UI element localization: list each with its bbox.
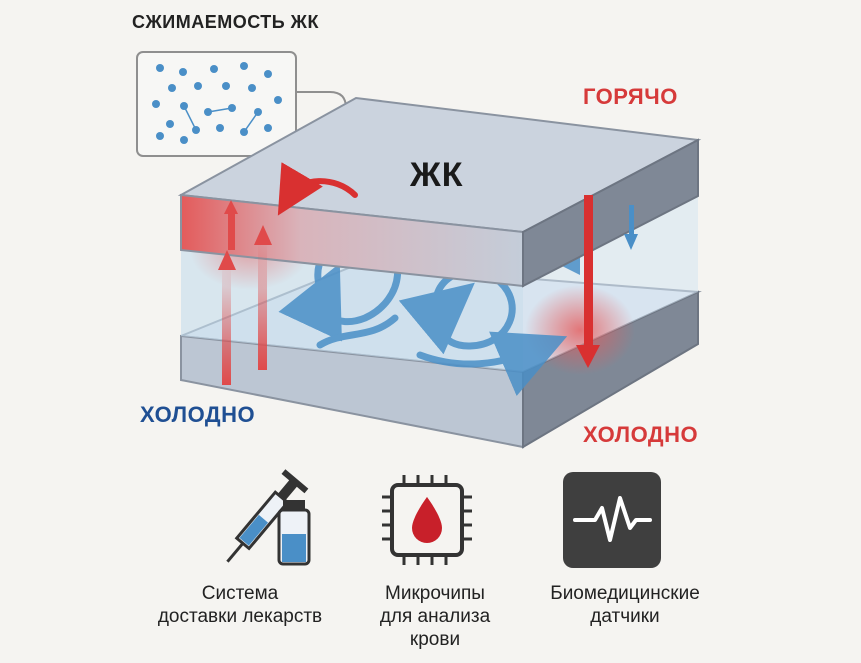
lc-label: ЖК xyxy=(410,156,464,194)
hot-label: ГОРЯЧО xyxy=(583,84,678,109)
microchip-blood-drop-icon xyxy=(382,475,472,565)
compressibility-inset xyxy=(136,51,354,164)
caption-line: Микрочипы xyxy=(385,583,485,604)
application-drug-delivery: Система доставки лекарств xyxy=(125,582,355,628)
caption-line: доставки лекарств xyxy=(157,606,323,627)
downward-cold-arrow xyxy=(624,205,638,250)
caption-line: для анализа xyxy=(379,606,491,627)
compressibility-label: СЖИМАЕМОСТЬ ЖК xyxy=(132,12,319,32)
downward-hot-arrow xyxy=(576,195,600,368)
caption-line: крови xyxy=(409,629,461,650)
syringe-vial-icon xyxy=(226,469,311,566)
upward-hot-arrows xyxy=(218,200,272,385)
heartbeat-monitor-icon xyxy=(563,472,661,568)
application-biomedical-sensors: Биомедицинские датчики xyxy=(500,582,750,628)
application-blood-microchips: Микрочипы для анализа крови xyxy=(345,582,525,651)
cold-label-right: ХОЛОДНО xyxy=(583,422,699,447)
caption-line: Биомедицинские xyxy=(550,583,700,604)
caption-line: Система xyxy=(201,583,279,604)
top-plate xyxy=(177,96,702,288)
cold-label-left: ХОЛОДНО xyxy=(140,402,256,427)
caption-line: датчики xyxy=(590,606,660,627)
